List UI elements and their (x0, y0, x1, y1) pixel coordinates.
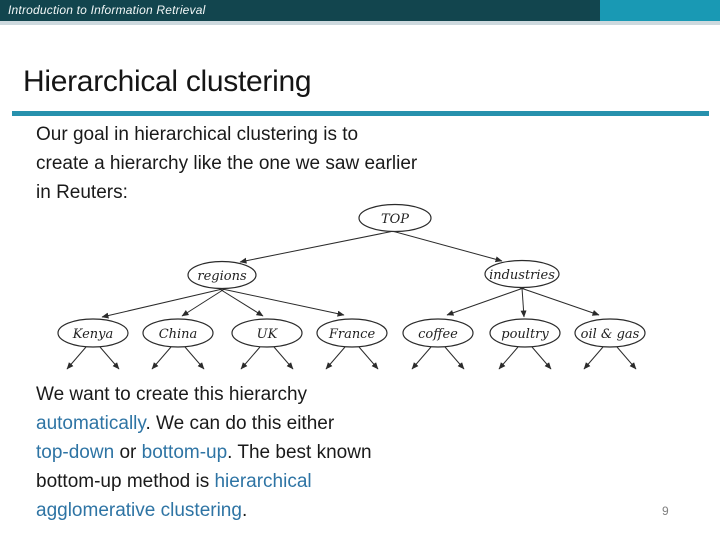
text-segment-accent: top-down (36, 442, 115, 463)
tree-node-france: France (316, 318, 388, 348)
tree-node-label: coffee (418, 327, 458, 342)
hierarchy-tree-figure: TOP regions industries Kenya China UK (50, 198, 670, 378)
leaf-arrow (66, 346, 87, 370)
text-segment: or (114, 442, 142, 463)
edge-top-industries (380, 227, 503, 263)
tree-node-oil-gas: oil & gas (574, 318, 646, 348)
outro-line: top-down or bottom-up. The best known (36, 438, 372, 467)
leaf-arrow (99, 346, 120, 370)
text-segment-accent: automatically (36, 413, 146, 434)
leaf-arrow (444, 346, 465, 370)
intro-paragraph: Our goal in hierarchical clustering is t… (36, 120, 417, 207)
tree-node-label: UK (257, 327, 279, 342)
leaf-arrow (411, 346, 432, 370)
tree-node-top: TOP (358, 203, 432, 233)
course-title: Introduction to Information Retrieval (8, 3, 206, 17)
text-segment: . (241, 500, 248, 521)
leaf-arrow (498, 346, 519, 370)
tree-node-china: China (142, 318, 214, 348)
leaf-arrow (240, 346, 261, 370)
leaf-arrow (151, 346, 172, 370)
tree-node-regions: regions (187, 260, 257, 290)
hierarchy-tree: TOP regions industries Kenya China UK (57, 203, 646, 370)
edge-top-regions (239, 227, 410, 264)
text-segment: We want to create this hierarchy (36, 384, 308, 405)
outro-line: bottom-up method is hierarchical (36, 467, 372, 496)
leaf-arrow (273, 346, 294, 370)
tree-node-label: industries (489, 268, 555, 283)
text-segment: . The best known (227, 442, 372, 463)
tree-node-poultry: poultry (489, 318, 561, 348)
tree-node-label: Kenya (72, 327, 114, 342)
text-segment-accent: hierarchical (214, 471, 312, 492)
edge-regions-china (181, 287, 227, 317)
text-segment-accent: bottom-up (141, 442, 228, 463)
leaf-arrow (531, 346, 552, 370)
edge-regions-france (212, 286, 345, 317)
leaf-arrow (583, 346, 604, 370)
title-rule (12, 111, 709, 116)
text-segment: bottom-up method is (36, 471, 215, 492)
outro-paragraph: We want to create this hierarchy automat… (36, 380, 372, 525)
text-segment: . We can do this either (145, 413, 335, 434)
slide-title: Hierarchical clustering (23, 65, 312, 98)
edge-industries-poultry (520, 287, 527, 318)
header-accent-block (600, 0, 720, 21)
leaf-arrow (358, 346, 379, 370)
outro-line: automatically. We can do this either (36, 409, 372, 438)
tree-node-label: TOP (381, 212, 409, 227)
outro-line: We want to create this hierarchy (36, 380, 372, 409)
edge-industries-coffee (446, 285, 530, 316)
tree-node-label: France (328, 327, 376, 342)
tree-node-label: China (159, 327, 198, 342)
page-number: 9 (662, 504, 669, 518)
leaf-arrow (616, 346, 637, 370)
tree-node-label: oil & gas (581, 327, 640, 342)
leaf-arrow (184, 346, 205, 370)
tree-node-kenya: Kenya (57, 318, 129, 348)
intro-line: in Reuters: (36, 182, 128, 203)
header-divider (0, 21, 720, 25)
intro-line: Our goal in hierarchical clustering is t… (36, 124, 359, 145)
tree-node-uk: UK (231, 318, 303, 348)
intro-line: create a hierarchy like the one we saw e… (36, 153, 418, 174)
leaf-arrow (325, 346, 346, 370)
tree-node-industries: industries (484, 259, 560, 289)
tree-node-label: poultry (501, 327, 549, 342)
text-segment-accent: agglomerative clustering (36, 500, 242, 521)
edge-regions-uk (217, 287, 264, 317)
tree-node-label: regions (197, 269, 247, 284)
edge-regions-kenya (101, 286, 232, 319)
edge-industries-oilgas (514, 285, 600, 316)
header-bar (0, 0, 720, 21)
outro-line: agglomerative clustering. (36, 496, 372, 525)
tree-node-coffee: coffee (402, 318, 474, 348)
